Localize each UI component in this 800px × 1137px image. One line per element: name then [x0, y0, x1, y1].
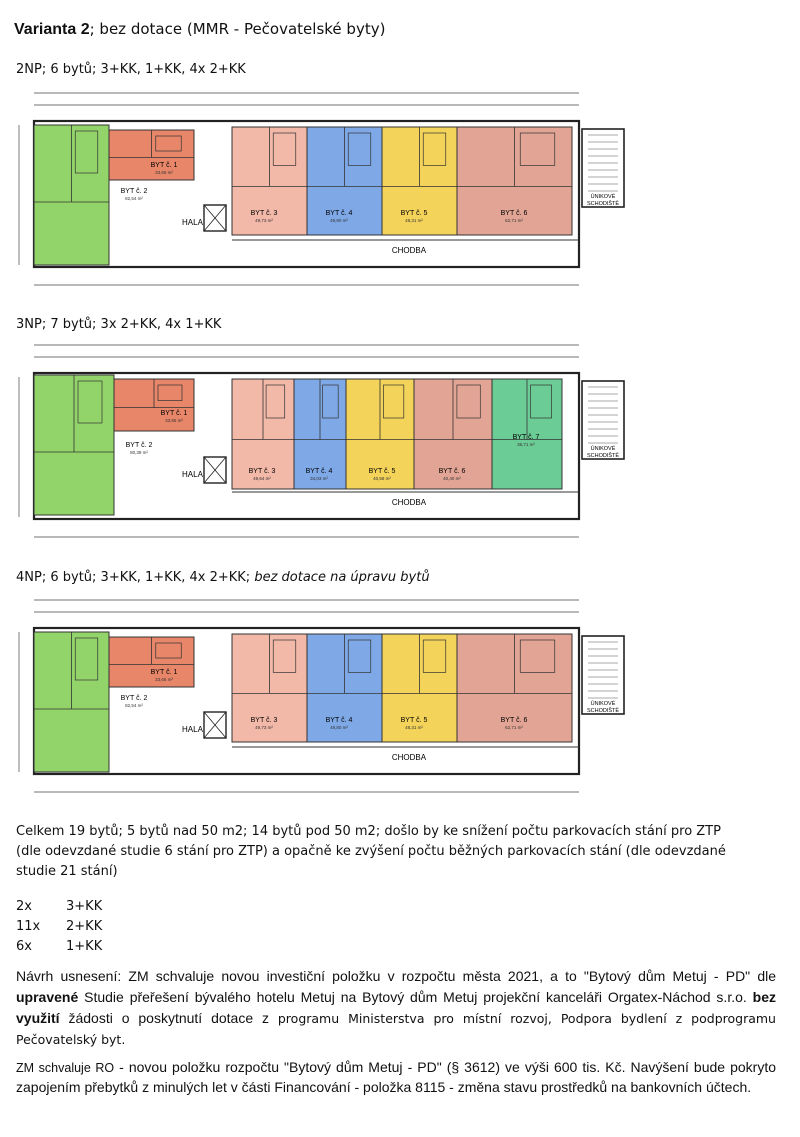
furniture	[347, 132, 372, 166]
unit-area-label: 33,65 m²	[165, 418, 183, 423]
furniture	[272, 132, 297, 166]
stair-label: ÚNIKOVÉ	[591, 700, 616, 707]
furniture	[74, 637, 99, 681]
furniture	[519, 639, 556, 673]
variant-label: Varianta 2	[14, 21, 90, 38]
unit-label: BYT č. 6	[439, 468, 466, 475]
corridor-label: CHODBA	[392, 753, 427, 762]
unit-area-label: 62,71 m²	[505, 725, 523, 730]
unit-area-label: 49,73 m²	[255, 218, 273, 223]
corridor-label: CHODBA	[392, 498, 427, 507]
stair-label: ÚNIKOVÉ	[591, 193, 616, 200]
furniture	[272, 639, 297, 673]
floor-4np-note: bez dotace na úpravu bytů	[254, 570, 430, 585]
unit-area-label: 48,31 m²	[405, 725, 423, 730]
furniture	[265, 384, 286, 419]
unit-area-label: 82,54 m²	[125, 703, 143, 708]
unit-area-label: 40,40 m²	[443, 476, 461, 481]
variant-description: ; bez dotace (MMR - Pečovatelské byty)	[89, 20, 386, 38]
floor-2np-label: 2NP; 6 bytů; 3+KK, 1+KK, 4x 2+KK	[16, 62, 246, 77]
furniture	[530, 384, 552, 419]
furniture	[77, 380, 103, 424]
stair-label: SCHODIŠTĚ	[587, 451, 619, 459]
corridor-label: CHODBA	[392, 246, 427, 255]
furniture	[519, 132, 556, 166]
unit-label: BYT č. 5	[401, 717, 428, 724]
unit-area-label: 48,31 m²	[405, 218, 423, 223]
furniture	[157, 384, 183, 401]
unit-label: BYT č. 6	[501, 717, 528, 724]
unit-area-label: 33,65 m²	[155, 170, 173, 175]
unit-area-label: 34,03 m²	[310, 476, 328, 481]
unit-area-label: 36,71 m²	[517, 442, 535, 447]
furniture	[383, 384, 405, 419]
furniture	[422, 132, 447, 166]
unit-label: BYT č. 1	[151, 162, 178, 169]
furniture	[322, 384, 339, 419]
unit-label: BYT č. 2	[121, 695, 148, 702]
furniture	[155, 135, 182, 152]
stair-label: ÚNIKOVÉ	[591, 445, 616, 452]
unit-label: BYT č. 2	[126, 442, 153, 449]
stair-label: SCHODIŠTĚ	[587, 199, 619, 207]
hall-label: HALA	[182, 470, 204, 479]
furniture	[422, 639, 447, 673]
furniture	[74, 130, 99, 174]
unit-label: BYT č. 1	[151, 669, 178, 676]
unit-area-label: 82,54 m²	[125, 196, 143, 201]
unit-area-label: 80,39 m²	[130, 450, 148, 455]
unit-label: BYT č. 3	[251, 717, 278, 724]
unit-label: BYT č. 1	[161, 410, 188, 417]
resolution-proposal: Návrh usnesení: ZM schvaluje novou inves…	[16, 968, 776, 1047]
furniture	[155, 642, 182, 659]
unit-area-label: 49,80 m²	[330, 218, 348, 223]
floor-3np-label: 3NP; 7 bytů; 3x 2+KK, 4x 1+KK	[16, 317, 222, 332]
elevator-mark	[203, 711, 227, 739]
elevator-mark	[203, 456, 227, 484]
unit-label: BYT č. 4	[326, 210, 353, 217]
document-title: Varianta 2; bez dotace (MMR - Pečovatels…	[14, 20, 385, 39]
unit-label: BYT č. 3	[249, 468, 276, 475]
unit-label: BYT č. 4	[326, 717, 353, 724]
budget-measure-text: ZM schvaluje RO - novou položku rozpočtu…	[16, 1059, 777, 1095]
unit-label: BYT č. 3	[251, 210, 278, 217]
unit-label: BYT č. 5	[401, 210, 428, 217]
furniture	[456, 384, 481, 419]
unit-label: BYT č. 5	[369, 468, 396, 475]
unit-label: BYT č. 7	[513, 434, 540, 441]
unit-area-label: 49,73 m²	[255, 725, 273, 730]
unit-area-label: 62,71 m²	[505, 218, 523, 223]
hall-label: HALA	[182, 725, 204, 734]
floor-4np-label: 4NP; 6 bytů; 3+KK, 1+KK, 4x 2+KK; bez do…	[16, 570, 430, 585]
unit-label: BYT č. 6	[501, 210, 528, 217]
stair-label: SCHODIŠTĚ	[587, 706, 619, 714]
unit-area-label: 49,64 m²	[253, 476, 271, 481]
unit-label: BYT č. 2	[121, 188, 148, 195]
unit-area-label: 33,65 m²	[155, 677, 173, 682]
unit-area-label: 40,58 m²	[373, 476, 391, 481]
elevator-mark	[203, 204, 227, 232]
summary-text: Celkem 19 bytů; 5 bytů nad 50 m2; 14 byt…	[16, 824, 726, 879]
unit-area-label: 49,80 m²	[330, 725, 348, 730]
unit-label: BYT č. 4	[306, 468, 333, 475]
furniture	[347, 639, 372, 673]
hall-label: HALA	[182, 218, 204, 227]
